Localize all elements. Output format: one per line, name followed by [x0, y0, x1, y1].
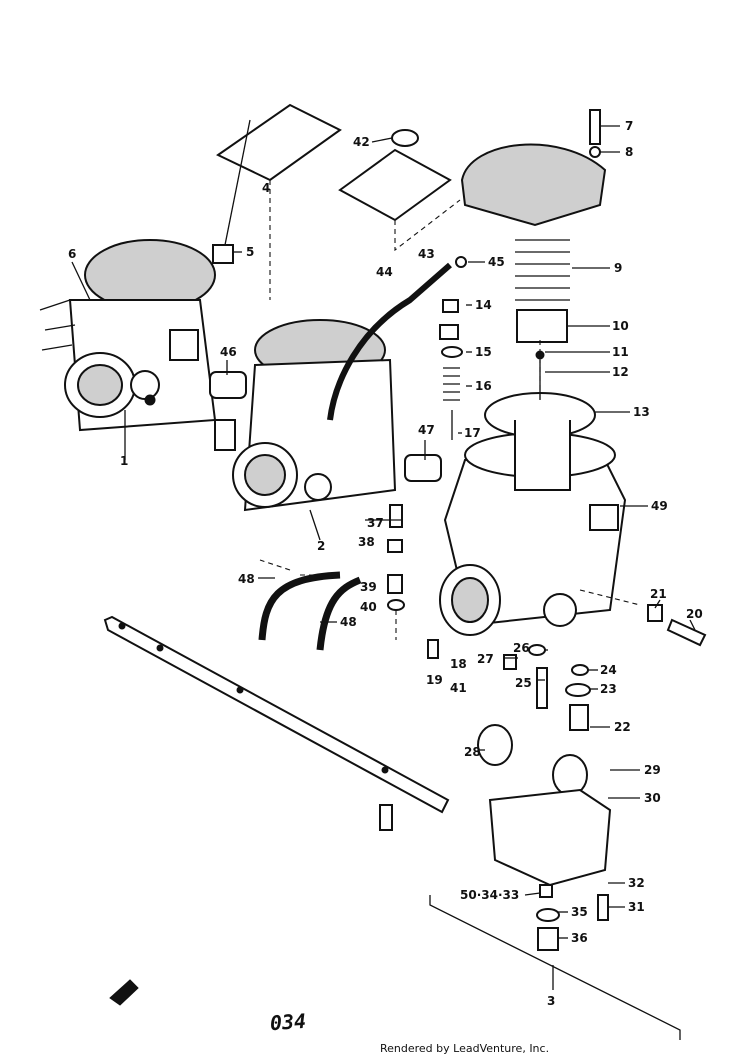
label-35: 35 — [571, 905, 588, 919]
top-cap-assembly — [460, 109, 607, 400]
label-2: 2 — [317, 539, 325, 553]
float-bowl-assembly — [379, 644, 612, 951]
label-9: 9 — [614, 261, 622, 275]
label-48-a: 48 — [238, 572, 255, 586]
label-12: 12 — [612, 365, 629, 379]
label-25: 25 — [515, 676, 532, 690]
label-22: 22 — [614, 720, 631, 734]
assembly-bracket-3 — [429, 895, 681, 1040]
credit-text: Rendered by LeadVenture, Inc. — [380, 1042, 550, 1055]
label-45: 45 — [488, 255, 505, 269]
label-36: 36 — [571, 931, 588, 945]
label-27: 27 — [477, 652, 494, 666]
label-11: 11 — [612, 345, 629, 359]
label-40: 40 — [360, 600, 377, 614]
assembly-lines — [259, 180, 641, 640]
label-37: 37 — [367, 516, 384, 530]
label-29: 29 — [644, 763, 661, 777]
label-32: 32 — [628, 876, 645, 890]
label-1: 1 — [120, 454, 128, 468]
label-30: 30 — [644, 791, 661, 805]
label-14: 14 — [475, 298, 492, 312]
carburetor-right — [439, 392, 627, 636]
carburetor-middle — [214, 319, 397, 512]
label-15: 15 — [475, 345, 492, 359]
label-39: 39 — [360, 580, 377, 594]
label-28: 28 — [464, 745, 481, 759]
mounting-bar — [103, 615, 450, 814]
page-number: 034 — [269, 1008, 307, 1036]
label-6: 6 — [68, 247, 76, 261]
label-44: 44 — [376, 265, 393, 279]
label-16: 16 — [475, 379, 492, 393]
label-17: 17 — [464, 426, 481, 440]
label-4: 4 — [262, 181, 270, 195]
label-31: 31 — [628, 900, 645, 914]
label-5: 5 — [246, 245, 254, 259]
label-24: 24 — [600, 663, 617, 677]
label-46: 46 — [220, 345, 237, 359]
label-49: 49 — [651, 499, 668, 513]
label-18: 18 — [450, 657, 467, 671]
part-labels: 1 2 3 4 5 6 7 8 9 10 11 12 13 14 15 16 1… — [68, 119, 703, 1008]
label-23: 23 — [600, 682, 617, 696]
label-42: 42 — [353, 135, 370, 149]
label-10: 10 — [612, 319, 629, 333]
label-13: 13 — [633, 405, 650, 419]
label-41: 41 — [450, 681, 467, 695]
label-7: 7 — [625, 119, 633, 133]
direction-arrow-icon — [109, 979, 139, 1006]
label-43: 43 — [418, 247, 435, 261]
label-19: 19 — [426, 673, 443, 687]
leader-lines — [71, 125, 696, 939]
label-26: 26 — [513, 641, 530, 655]
hoses-and-small-parts — [209, 256, 707, 659]
label-3: 3 — [547, 994, 555, 1008]
label-21: 21 — [650, 587, 667, 601]
top-plate — [212, 103, 452, 264]
carburetor-left — [39, 239, 217, 432]
label-8: 8 — [625, 145, 633, 159]
label-50-34-33: 50·34·33 — [460, 888, 519, 902]
label-38: 38 — [358, 535, 375, 549]
label-48-b: 48 — [340, 615, 357, 629]
label-20: 20 — [686, 607, 703, 621]
label-47: 47 — [418, 423, 435, 437]
